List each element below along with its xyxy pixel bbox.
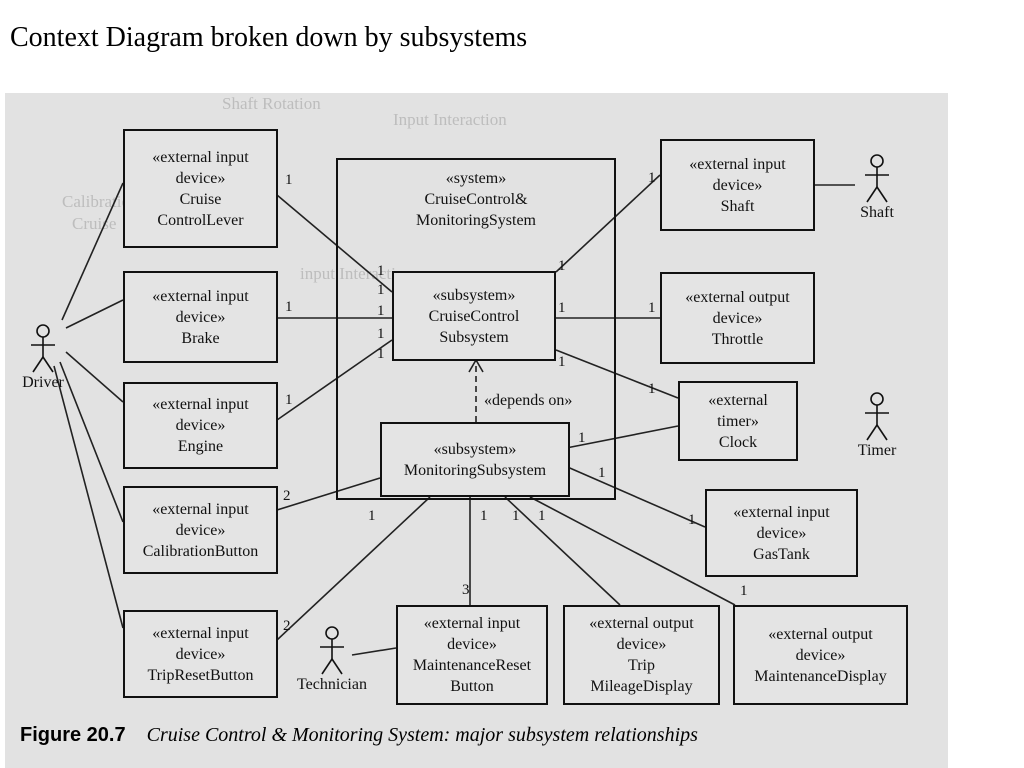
link-monitor-sub-gastank <box>555 461 706 528</box>
multiplicity-label: 1 <box>598 465 606 481</box>
multiplicity-label: 2 <box>283 488 291 504</box>
trip-mileage-display-block: «external output device» Trip MileageDis… <box>563 605 720 705</box>
background-text: input Interaction <box>300 264 413 283</box>
multiplicity-label: 1 <box>688 512 696 528</box>
multiplicity-label: 1 <box>558 300 566 316</box>
background-text: Input Interaction <box>393 110 507 129</box>
slide-title: Context Diagram broken down by subsystem… <box>10 22 528 53</box>
driver-actor: Driver <box>18 324 68 392</box>
background-text: Cruise <box>72 214 117 233</box>
link-calibration-monitor-sub <box>276 477 381 511</box>
maintenance-reset-button-block: «external input device» MaintenanceReset… <box>396 605 548 705</box>
multiplicity-label: 1 <box>377 303 385 319</box>
multiplicity-label: 1 <box>558 354 566 370</box>
link-driver-engine <box>65 351 124 403</box>
multiplicity-label: 1 <box>377 326 385 342</box>
stick-figure-icon <box>865 154 889 203</box>
shaft-actor-label: Shaft <box>860 204 894 221</box>
system-block: «system» CruiseControl& MonitoringSystem <box>336 158 616 500</box>
link-monitor-sub-trip <box>504 496 621 606</box>
link-trip-reset-monitor-sub <box>276 496 431 641</box>
driver-label: Driver <box>22 374 64 391</box>
multiplicity-label: 1 <box>578 430 586 446</box>
background-text: Calibration <box>62 192 139 211</box>
technician-actor: Technician <box>285 626 379 694</box>
throttle-block: «external output device» Throttle <box>660 272 815 364</box>
stick-figure-icon <box>31 324 55 373</box>
stick-figure-icon <box>320 626 344 675</box>
shaft-block: «external input device» Shaft <box>660 139 815 231</box>
cruise-control-lever-block: «external input device» Cruise ControlLe… <box>123 129 278 248</box>
technician-label: Technician <box>297 676 367 693</box>
link-driver-calibration <box>59 361 124 523</box>
multiplicity-label: 1 <box>377 263 385 279</box>
multiplicity-label: 1 <box>648 170 656 186</box>
multiplicity-label: 1 <box>285 299 293 315</box>
shaft-actor: Shaft <box>852 154 902 222</box>
calibration-button-block: «external input device» CalibrationButto… <box>123 486 278 574</box>
multiplicity-label: 1 <box>285 392 293 408</box>
caption-text: Cruise Control & Monitoring System: majo… <box>146 724 698 746</box>
link-technician-maint-reset <box>351 647 397 656</box>
timer-actor-label: Timer <box>857 442 897 459</box>
cruise-control-subsystem-block: «subsystem» CruiseControl Subsystem <box>392 271 556 361</box>
stick-figure-icon <box>865 392 889 441</box>
clock-block: «external timer» Clock <box>678 381 798 461</box>
maintenance-display-block: «external output device» MaintenanceDisp… <box>733 605 908 705</box>
engine-block: «external input device» Engine <box>123 382 278 469</box>
multiplicity-label: 1 <box>648 300 656 316</box>
trip-reset-button-block: «external input device» TripResetButton <box>123 610 278 698</box>
brake-block: «external input device» Brake <box>123 271 278 363</box>
multiplicity-label: 1 <box>538 508 546 524</box>
figure-caption: Figure 20.7 Cruise Control & Monitoring … <box>20 724 698 747</box>
multiplicity-label: 1 <box>558 258 566 274</box>
link-cruise-sub-timer <box>555 349 679 399</box>
figure-number: Figure 20.7 <box>20 724 126 746</box>
link-driver-cruise-lever <box>61 182 124 321</box>
link-driver-brake <box>65 299 124 329</box>
multiplicity-label: 1 <box>285 172 293 188</box>
link-cruise-lever-cruise-sub <box>276 194 393 293</box>
multiplicity-label: 1 <box>377 282 385 298</box>
multiplicity-label: 3 <box>462 582 470 598</box>
multiplicity-label: 1 <box>512 508 520 524</box>
multiplicity-label: 1 <box>368 508 376 524</box>
multiplicity-label: 1 <box>480 508 488 524</box>
background-text: Shaft Rotation <box>222 94 321 113</box>
multiplicity-label: 1 <box>377 346 385 362</box>
link-driver-trip-reset <box>53 365 124 629</box>
gas-tank-block: «external input device» GasTank <box>705 489 858 577</box>
link-engine-cruise-sub <box>276 339 393 421</box>
timer-actor: Timer <box>851 392 903 460</box>
link-monitor-sub-timer <box>555 425 679 451</box>
multiplicity-label: 2 <box>283 618 291 634</box>
multiplicity-label: 1 <box>648 381 656 397</box>
multiplicity-label: 1 <box>740 583 748 599</box>
monitoring-subsystem-block: «subsystem» MonitoringSubsystem <box>380 422 570 497</box>
link-cruise-sub-shaft <box>555 174 661 273</box>
depends-on-label: «depends on» <box>482 392 575 410</box>
link-monitor-sub-maint-display <box>529 496 736 606</box>
